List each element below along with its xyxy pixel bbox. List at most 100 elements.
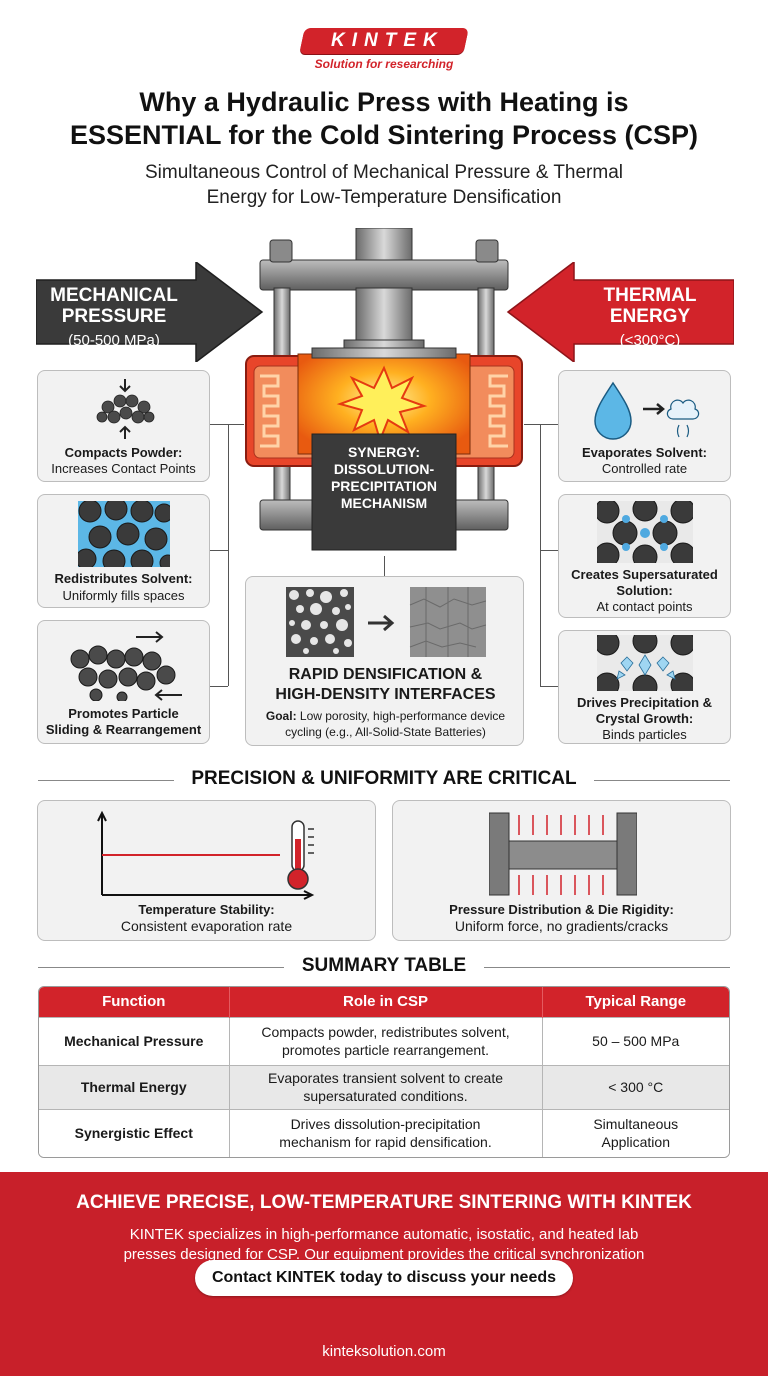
synergy-line-2: DISSOLUTION-: [333, 461, 435, 477]
summary-heading: SUMMARY TABLE: [284, 955, 484, 977]
card-title-line-1: Promotes Particle: [68, 706, 179, 721]
connector: [524, 424, 558, 425]
pressure-distribution-card: Pressure Distribution & Die Rigidity: Un…: [392, 800, 731, 941]
connector: [210, 550, 228, 551]
thermal-range: (<300°C): [619, 332, 681, 349]
card-title: Evaporates Solvent:: [582, 445, 707, 460]
pressure-distribution-title: Pressure Distribution & Die Rigidity:: [449, 902, 674, 917]
range-line-1: Simultaneous: [593, 1116, 679, 1133]
role-line-2: mechanism for rapid densification.: [279, 1134, 492, 1151]
particle-sliding-icon: [70, 631, 182, 701]
goal-line-1: Low porosity, high-performance device: [296, 709, 506, 723]
mechanical-line-2: PRESSURE: [61, 306, 167, 327]
card-desc: At contact points: [596, 599, 693, 614]
thermal-line-2: ENERGY: [609, 306, 691, 327]
footer-heading: ACHIEVE PRECISE, LOW-TEMPERATURE SINTERI…: [76, 1192, 692, 1213]
connector: [210, 424, 244, 425]
role-line-1: Compacts powder, redistributes solvent,: [261, 1024, 510, 1040]
card-title-line-1: Drives Precipitation &: [576, 695, 713, 710]
card-redistributes-solvent: Redistributes Solvent: Uniformly fills s…: [37, 494, 210, 608]
mechanical-range: (50-500 MPa): [68, 332, 160, 349]
thermal-line-1: THERMAL: [603, 285, 697, 306]
synergy-line-1: SYNERGY:: [347, 444, 421, 460]
range-value: 50 – 500 MPa: [592, 1033, 680, 1049]
result-card: RAPID DENSIFICATION & HIGH-DENSITY INTER…: [245, 576, 524, 746]
result-goal: Goal: Low porosity, high-performance dev…: [252, 708, 519, 740]
card-compacts-powder: Compacts Powder: Increases Contact Point…: [37, 370, 210, 482]
page-subtitle: Simultaneous Control of Mechanical Press…: [40, 160, 728, 210]
mechanical-line-1: MECHANICAL: [50, 285, 178, 306]
thermal-energy-arrow-icon: [506, 262, 734, 362]
connector: [228, 424, 229, 686]
role-line-1: Evaporates transient solvent to create: [267, 1070, 504, 1086]
table-row: Thermal Energy Evaporates transient solv…: [39, 1064, 729, 1109]
role-line-2: supersaturated conditions.: [303, 1088, 468, 1104]
crystal-growth-icon: [597, 635, 693, 691]
card-crystal-growth: Drives Precipitation & Crystal Growth: B…: [558, 630, 731, 744]
evaporation-icon: [594, 381, 700, 440]
table-cell: Mechanical Pressure: [39, 1016, 230, 1065]
synergy-label: SYNERGY: DISSOLUTION- PRECIPITATION MECH…: [312, 444, 456, 512]
result-title-line-2: HIGH-DENSITY INTERFACES: [275, 686, 496, 703]
connector: [210, 686, 228, 687]
connector: [384, 556, 385, 576]
column-header: Typical Range: [542, 987, 729, 1017]
logo-text: KINTEK: [331, 30, 444, 51]
goal-label: Goal:: [265, 709, 297, 723]
role-line-1: Drives dissolution-precipitation: [290, 1116, 481, 1133]
temperature-stability-title: Temperature Stability:: [138, 902, 275, 917]
temperature-chart-icon: [97, 810, 315, 900]
card-title-line-2: Sliding & Rearrangement: [45, 722, 202, 737]
subtitle-line-2: Energy for Low-Temperature Densification: [206, 187, 562, 208]
card-title-line-2: Crystal Growth:: [595, 711, 694, 726]
table-cell: 50 – 500 MPa: [542, 1016, 729, 1065]
column-header: Role in CSP: [229, 987, 543, 1017]
table-cell: Evaporates transient solvent to create su…: [229, 1064, 543, 1109]
website-link[interactable]: kinteksolution.com: [322, 1343, 446, 1360]
connector: [540, 424, 541, 686]
mechanical-pressure-label: MECHANICAL PRESSURE (50-500 MPa): [36, 285, 192, 351]
densification-comparison-icon: [286, 587, 486, 657]
supersaturation-icon: [597, 501, 693, 563]
summary-table: Function Role in CSP Typical Range Mecha…: [38, 986, 730, 1158]
column-header: Function: [39, 987, 230, 1017]
table-row: Mechanical Pressure Compacts powder, red…: [39, 1016, 729, 1065]
page-title: Why a Hydraulic Press with Heating is ES…: [20, 86, 748, 152]
uniform-pressure-die-icon: [489, 812, 637, 896]
card-title: Creates Supersaturated Solution:: [559, 567, 730, 599]
table-cell: Synergistic Effect: [39, 1108, 230, 1157]
table-row: Synergistic Effect Drives dissolution-pr…: [39, 1108, 729, 1157]
card-title-line-2: Solution:: [616, 583, 673, 598]
compacting-particles-icon: [96, 379, 155, 439]
range-line-2: Application: [601, 1134, 671, 1151]
card-evaporates-solvent: Evaporates Solvent: Controlled rate: [558, 370, 731, 482]
contact-button[interactable]: Contact KINTEK today to discuss your nee…: [195, 1260, 573, 1296]
role-line-2: promotes particle rearrangement.: [282, 1042, 489, 1058]
connector: [540, 686, 558, 687]
connector: [540, 550, 558, 551]
temperature-stability-desc: Consistent evaporation rate: [120, 918, 293, 934]
thermal-energy-label: THERMAL ENERGY (<300°C): [570, 285, 730, 351]
result-title-line-1: RAPID DENSIFICATION &: [288, 666, 483, 683]
table-cell: < 300 °C: [542, 1064, 729, 1109]
brand-tagline: Solution for researching: [314, 57, 454, 71]
card-particle-sliding: Promotes Particle Sliding & Rearrangemen…: [37, 620, 210, 744]
card-title: Redistributes Solvent:: [54, 571, 193, 586]
title-line-1: Why a Hydraulic Press with Heating is: [139, 87, 629, 117]
synergy-line-4: MECHANISM: [340, 495, 428, 511]
card-title: Promotes Particle Sliding & Rearrangemen…: [38, 706, 209, 738]
pressure-distribution-desc: Uniform force, no gradients/cracks: [454, 918, 669, 934]
title-line-2: ESSENTIAL for the Cold Sintering Process…: [69, 120, 699, 150]
goal-line-2: cycling (e.g., All-Solid-State Batteries…: [285, 725, 486, 739]
precision-heading: PRECISION & UNIFORMITY ARE CRITICAL: [174, 768, 594, 790]
card-title: Compacts Powder:: [64, 445, 183, 460]
card-desc: Binds particles: [602, 727, 687, 742]
card-desc: Uniformly fills spaces: [62, 588, 185, 603]
table-cell: Compacts powder, redistributes solvent, p…: [229, 1016, 543, 1065]
brand-logo: KINTEK: [299, 28, 469, 54]
synergy-line-3: PRECIPITATION: [330, 478, 438, 494]
range-value: < 300 °C: [608, 1079, 664, 1095]
footer-body-line-2: presses designed for CSP. Our equipment …: [123, 1246, 645, 1263]
